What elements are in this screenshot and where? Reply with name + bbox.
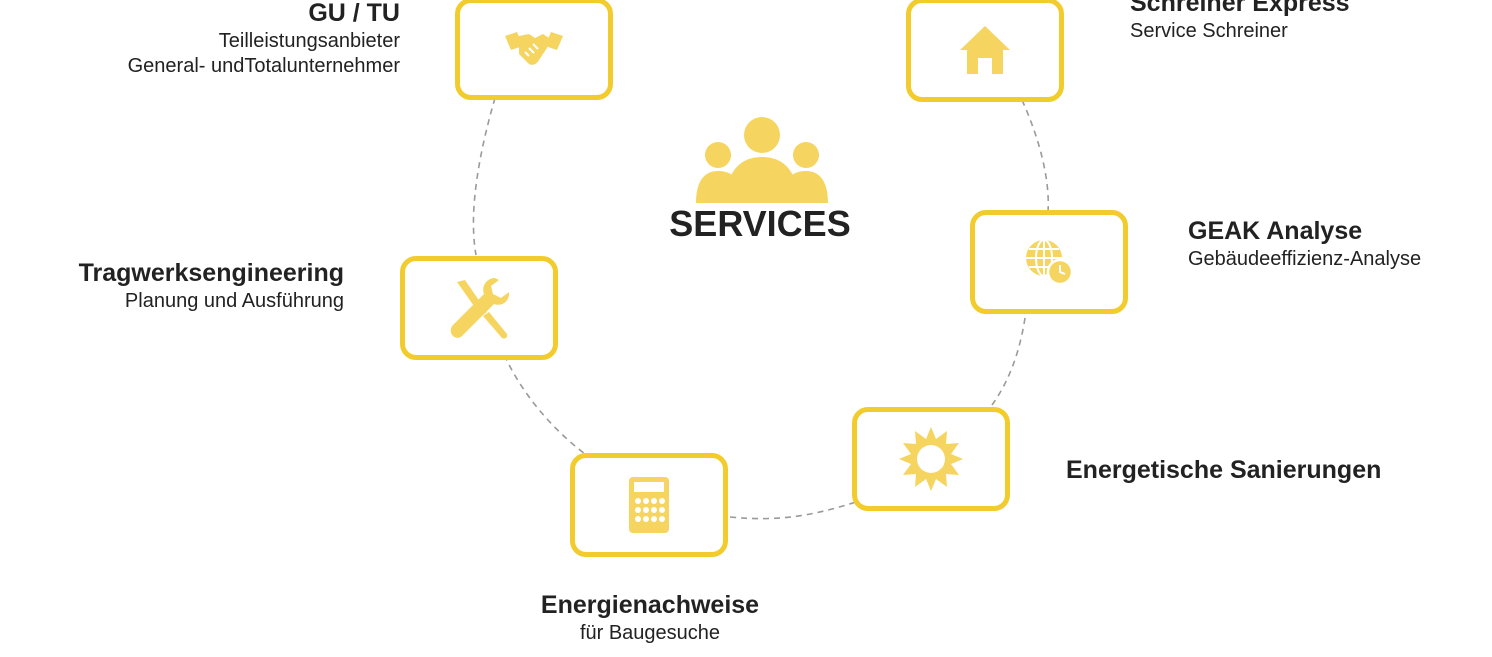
gu-tu-line-2: General- undTotalunternehmer: [127, 55, 400, 78]
gu-tu-line-1: Teilleistungsanbieter: [218, 30, 400, 53]
nachweise-label: Energienachweise für Baugesuche: [450, 590, 850, 646]
geak-line-1: Gebäudeeffizienz-Analyse: [1188, 248, 1422, 271]
geak-node[interactable]: [970, 210, 1128, 314]
people-group-icon: [696, 117, 828, 208]
schreiner-label: Schreiner Express Service Schreiner: [1130, 0, 1490, 44]
sanierung-label: Energetische Sanierungen: [1066, 455, 1486, 486]
sanierung-title: Energetische Sanierungen: [1066, 456, 1382, 484]
geak-label: GEAK Analyse Gebäudeeffizienz-Analyse: [1188, 216, 1492, 272]
gu-tu-label: GU / TU Teilleistungsanbieter General- u…: [0, 0, 400, 79]
nachweise-title: Energienachweise: [540, 591, 760, 619]
schreiner-title: Schreiner Express: [1130, 0, 1350, 17]
geak-title: GEAK Analyse: [1188, 217, 1363, 245]
tragwerk-title: Tragwerksengineering: [78, 259, 344, 287]
tools-icon: [450, 278, 510, 339]
calculator-icon: [629, 477, 669, 533]
schreiner-line-1: Service Schreiner: [1130, 20, 1288, 43]
center-title: SERVICES: [669, 203, 851, 244]
house-icon: [960, 26, 1010, 74]
nachweise-line-1: für Baugesuche: [579, 622, 721, 645]
tragwerk-line-1: Planung und Ausführung: [124, 290, 344, 313]
gu-tu-title: GU / TU: [308, 0, 400, 27]
gu-tu-node[interactable]: [455, 0, 613, 100]
nachweise-node[interactable]: [570, 453, 728, 557]
globe-clock-icon: [1026, 239, 1074, 286]
tragwerk-node[interactable]: [400, 256, 558, 360]
sanierung-node[interactable]: [852, 407, 1010, 511]
schreiner-node[interactable]: [906, 0, 1064, 102]
sun-icon: [899, 427, 963, 491]
tragwerk-label: Tragwerksengineering Planung und Ausführ…: [4, 258, 344, 314]
handshake-icon: [505, 32, 563, 65]
